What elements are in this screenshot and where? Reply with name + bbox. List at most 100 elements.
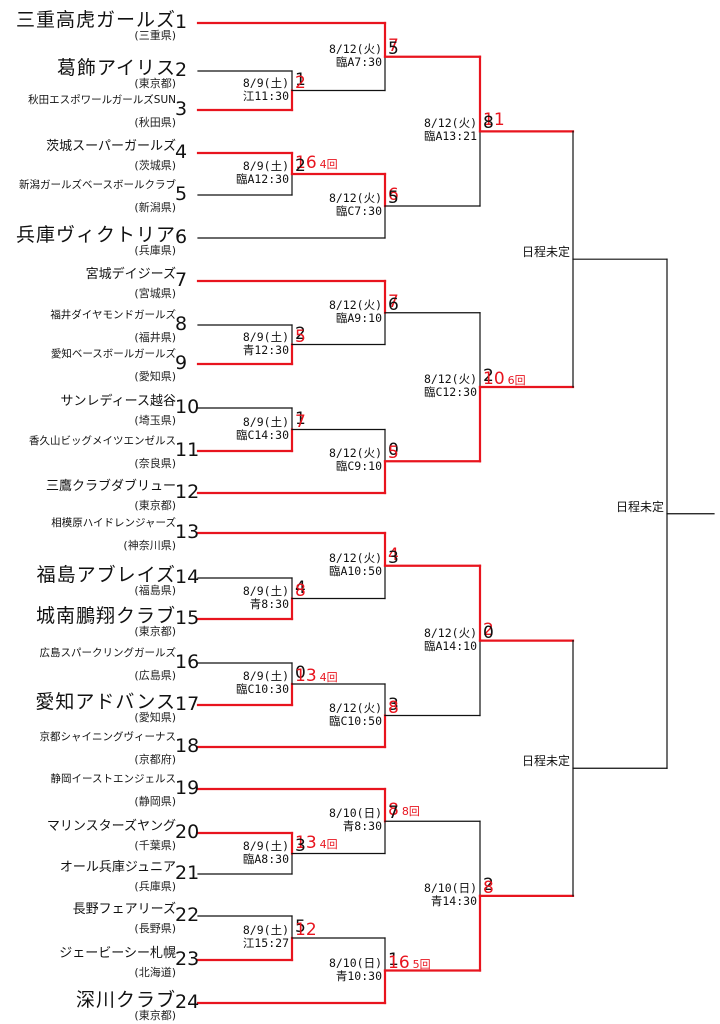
team-prefecture: (愛知県) (134, 711, 176, 724)
team-prefecture: (三重県) (134, 29, 176, 42)
team-number: 12 (175, 481, 200, 503)
team-name: 静岡イーストエンジェルス (50, 773, 176, 785)
score-bottom: 8 (483, 113, 494, 134)
score-bottom: 5 (388, 188, 399, 208)
match-venue-time: 臨C9:10 (335, 459, 382, 474)
team-name: オール兵庫ジュニア (59, 860, 176, 875)
score-top: 1 (388, 949, 399, 970)
team-prefecture: (京都府) (134, 753, 176, 766)
team-prefecture: (秋田県) (134, 116, 176, 129)
team-number: 18 (175, 735, 200, 757)
team-prefecture: (東京都) (134, 77, 176, 90)
team-number: 13 (175, 521, 200, 543)
score-bottom: 5 (388, 38, 399, 59)
match-venue-time: 臨A8:30 (242, 851, 289, 866)
match-day: 8/10(日) (328, 955, 382, 970)
match-venue-time: 臨A7:30 (335, 54, 382, 69)
team-name: 三重高虎ガールズ (15, 9, 176, 31)
score-top: 4 (388, 544, 399, 565)
score-bottom: 7 (388, 803, 399, 824)
match-day: 8/12(火) (328, 550, 382, 565)
team-prefecture: (福島県) (134, 584, 176, 597)
team-name: 香久山ビッグメイツエンゼルス (29, 435, 176, 447)
team-name: 葛飾アイリス (56, 57, 176, 79)
team-name: ジェービーシー札幌 (59, 946, 176, 961)
score-note: 4回 (319, 671, 338, 684)
match-day: 8/12(火) (423, 625, 477, 640)
score-top: 2 (483, 619, 494, 640)
match-date: 8/10(日)青10:30 (328, 955, 382, 983)
team-prefecture: (千葉県) (134, 839, 176, 852)
team-name: 福島アブレイズ (36, 564, 176, 586)
team-prefecture: (兵庫県) (134, 880, 176, 893)
score-note: 6回 (507, 374, 526, 387)
match-day: 8/9(土) (242, 414, 289, 429)
team-number: 11 (175, 439, 200, 461)
match-date: 8/9(土)江11:30 (243, 76, 289, 103)
team-prefecture: (長野県) (134, 922, 176, 935)
team-name: 新潟ガールズベースボールクラブ (19, 179, 176, 191)
match-venue-time: 臨C10:30 (235, 682, 289, 696)
match-day: 8/12(火) (423, 116, 477, 131)
match-day: 8/9(土) (242, 669, 289, 683)
score-top: 0 (388, 440, 399, 461)
match-venue-time: 臨A10:50 (328, 563, 382, 578)
match-venue-time: 江15:27 (242, 936, 289, 950)
team-name: サンレディース越谷 (60, 394, 176, 409)
score-top: 11 (483, 110, 505, 131)
team-number: 16 (175, 651, 200, 673)
team-number: 22 (175, 904, 200, 926)
match-date: 8/10(日)青14:30 (424, 881, 477, 908)
team-name: 愛知アドバンス (35, 691, 176, 713)
team-name: 茨城スーパーガールズ (46, 139, 176, 154)
team-number: 9 (175, 352, 188, 374)
score-top: 7 (388, 35, 399, 56)
team-name: 広島スパークリングガールズ (39, 647, 177, 659)
team-prefecture: (奈良県) (134, 457, 176, 470)
score-bottom: 6 (388, 294, 399, 315)
score-top: 7 (388, 291, 399, 312)
team-prefecture: (神奈川県) (123, 539, 176, 552)
match-venue-time: 青8:30 (342, 819, 382, 834)
match-day: 8/9(土) (242, 838, 289, 853)
match-date: 8/9(土)青12:30 (242, 330, 289, 357)
match-date: 8/9(土)臨C10:30 (236, 670, 289, 696)
match-day: 8/9(土) (242, 923, 289, 937)
score-top: 4 (295, 577, 306, 598)
team-number: 17 (175, 693, 200, 715)
match-day: 8/12(火) (423, 372, 477, 386)
match-day: 8/12(火) (328, 191, 382, 205)
team-number: 15 (175, 607, 200, 629)
match-date: 8/9(土)江15:27 (243, 924, 289, 950)
team-number: 7 (175, 269, 188, 291)
team-prefecture: (宮城県) (134, 287, 176, 300)
score-note: 4回 (319, 158, 338, 171)
team-name: 京都シャイニングヴィーナス (39, 731, 177, 743)
team-prefecture: (広島県) (134, 669, 176, 682)
final-schedule-tbd: 日程未定 (615, 499, 664, 514)
team-number: 20 (175, 821, 200, 843)
team-prefecture: (福井県) (134, 331, 176, 344)
score-note: 4回 (319, 837, 338, 851)
score-bottom: 7 (295, 411, 306, 432)
match-day: 8/9(土) (242, 159, 289, 173)
team-name: 兵庫ヴィクトリア (15, 224, 176, 246)
match-day: 8/12(火) (328, 297, 382, 312)
match-venue-time: 臨A9:10 (335, 310, 382, 325)
match-venue-time: 青14:30 (430, 893, 477, 908)
match-date: 8/9(土)臨C14:30 (236, 414, 289, 442)
team-name: 城南鵬翔クラブ (35, 605, 176, 627)
match-venue-time: 臨C7:30 (335, 204, 382, 218)
match-date: 8/12(火)臨A10:50 (328, 550, 382, 578)
team-number: 2 (175, 59, 188, 81)
team-number: 23 (175, 948, 200, 970)
score-top: 0 (295, 663, 306, 683)
team-name: 福井ダイヤモンドガールズ (50, 309, 176, 321)
match-venue-time: 臨C12:30 (423, 385, 477, 399)
match-date: 8/12(火)臨C12:30 (424, 373, 477, 399)
match-date: 8/12(火)臨A9:10 (328, 297, 382, 325)
match-venue-time: 青12:30 (242, 342, 289, 357)
